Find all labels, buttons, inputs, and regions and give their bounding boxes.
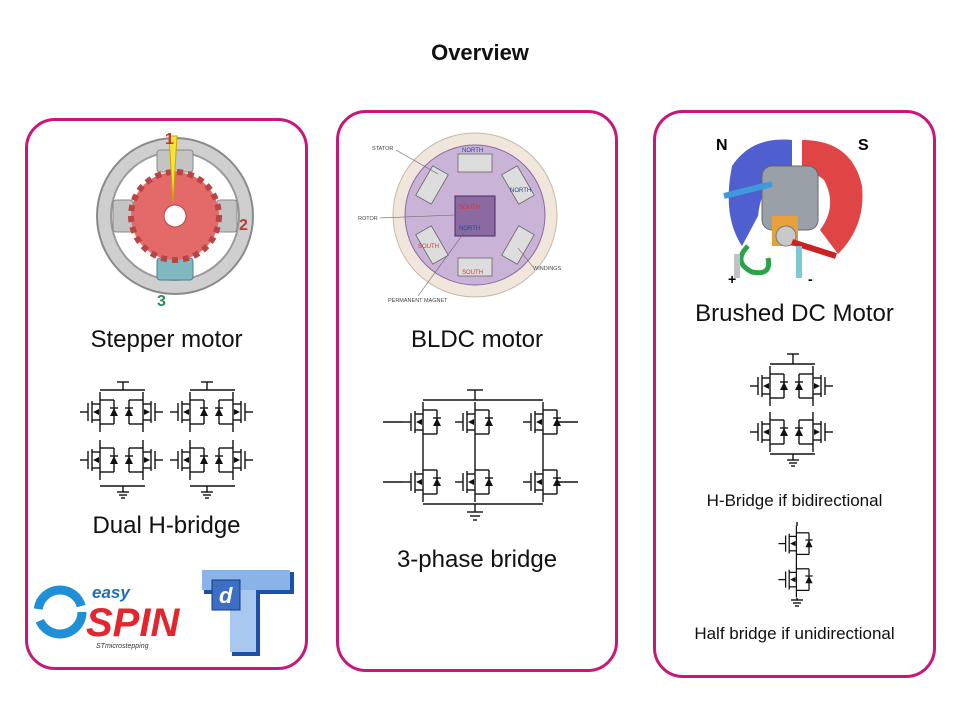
- rotor-label: ROTOR: [358, 216, 378, 222]
- stepper-panel: [25, 118, 308, 670]
- logo-spin-text: SPIN: [86, 601, 180, 645]
- svg-text:NORTH: NORTH: [459, 226, 480, 232]
- stator-label: STATOR: [372, 146, 393, 152]
- terminal-minus-label: -: [808, 271, 813, 287]
- bldc-motor-label: BLDC motor: [410, 326, 544, 353]
- dual-h-bridge-label: Dual H-bridge: [92, 512, 241, 539]
- phase-1-label: 1: [165, 131, 174, 148]
- permanent-magnet-label: PERMANENT MAGNET: [388, 298, 448, 304]
- pole-n-label: N: [716, 137, 728, 154]
- h-bridge-label: H-Bridge if bidirectional: [706, 491, 883, 510]
- svg-text:NORTH: NORTH: [462, 148, 483, 154]
- stepper-motor-label: Stepper motor: [90, 326, 243, 353]
- logo-d-text: d: [219, 583, 233, 608]
- h-bridge-schematic: [749, 353, 845, 467]
- bldc-panel: [336, 110, 618, 672]
- phase-3-label: 3: [157, 293, 166, 310]
- terminal-plus-label: +: [728, 271, 736, 287]
- svg-text:SOUTH: SOUTH: [459, 205, 480, 211]
- three-phase-bridge-label: 3-phase bridge: [396, 546, 558, 573]
- windings-label: WINDINGS: [533, 266, 561, 272]
- brushed-dc-motor-illustration: N S + -: [716, 137, 869, 287]
- svg-text:NORTH: NORTH: [510, 188, 531, 194]
- stepper-motor-illustration: 1 2 3: [96, 131, 254, 310]
- pole-s-label: S: [858, 137, 869, 154]
- dt-logo: d: [202, 570, 294, 656]
- three-phase-bridge-schematic: [383, 389, 578, 521]
- bldc-motor-illustration: SOUTH NORTH NORTH SOUTH NORTH SOUTH STAT…: [358, 132, 561, 304]
- svg-text:SOUTH: SOUTH: [418, 244, 439, 250]
- logo-easy-text: easy: [92, 583, 131, 602]
- logo-sub-text: STmicrostepping: [96, 643, 149, 650]
- half-bridge-schematic: [777, 522, 814, 607]
- brushed-dc-panel: [653, 110, 936, 678]
- dual-h-bridge-schematic: [79, 381, 265, 499]
- brushed-dc-motor-label: Brushed DC Motor: [695, 300, 894, 327]
- easyspin-logo: easy SPIN STmicrostepping: [33, 583, 180, 650]
- phase-2-label: 2: [239, 217, 248, 234]
- half-bridge-label: Half bridge if unidirectional: [694, 624, 895, 643]
- svg-text:SOUTH: SOUTH: [462, 270, 483, 276]
- page-title: Overview: [431, 40, 529, 65]
